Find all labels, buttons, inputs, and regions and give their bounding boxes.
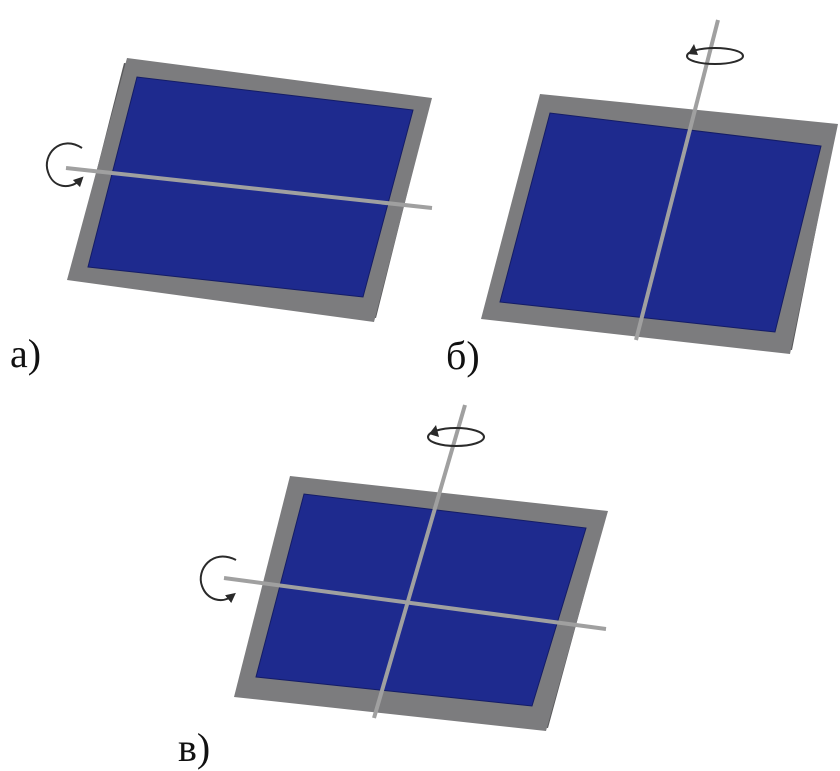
rotation-arrow-icon [45,142,84,188]
panel-v-label: в) [178,725,211,770]
rotation-arrow-icon [686,47,744,65]
panel-a-label: а) [10,331,42,376]
panel-v-vertical-axis [372,404,467,719]
panel-b-vertical-axis [634,19,720,341]
panel-b-cell [499,112,822,333]
panel-v-horizontal-axis [223,576,607,631]
panel-v-vertical-rotation-arrowhead [429,425,439,437]
rotation-arrow-icon [199,555,237,604]
panel-a-horizontal-axis [65,166,433,210]
panel-b [481,19,838,354]
rotation-arrow-icon [427,427,485,447]
panel-a [45,58,433,322]
panel-v-cell [255,493,587,707]
panel-b-rotation-arrowhead [688,44,698,55]
panel-v [199,404,608,731]
panel-b-label: б) [446,333,480,378]
